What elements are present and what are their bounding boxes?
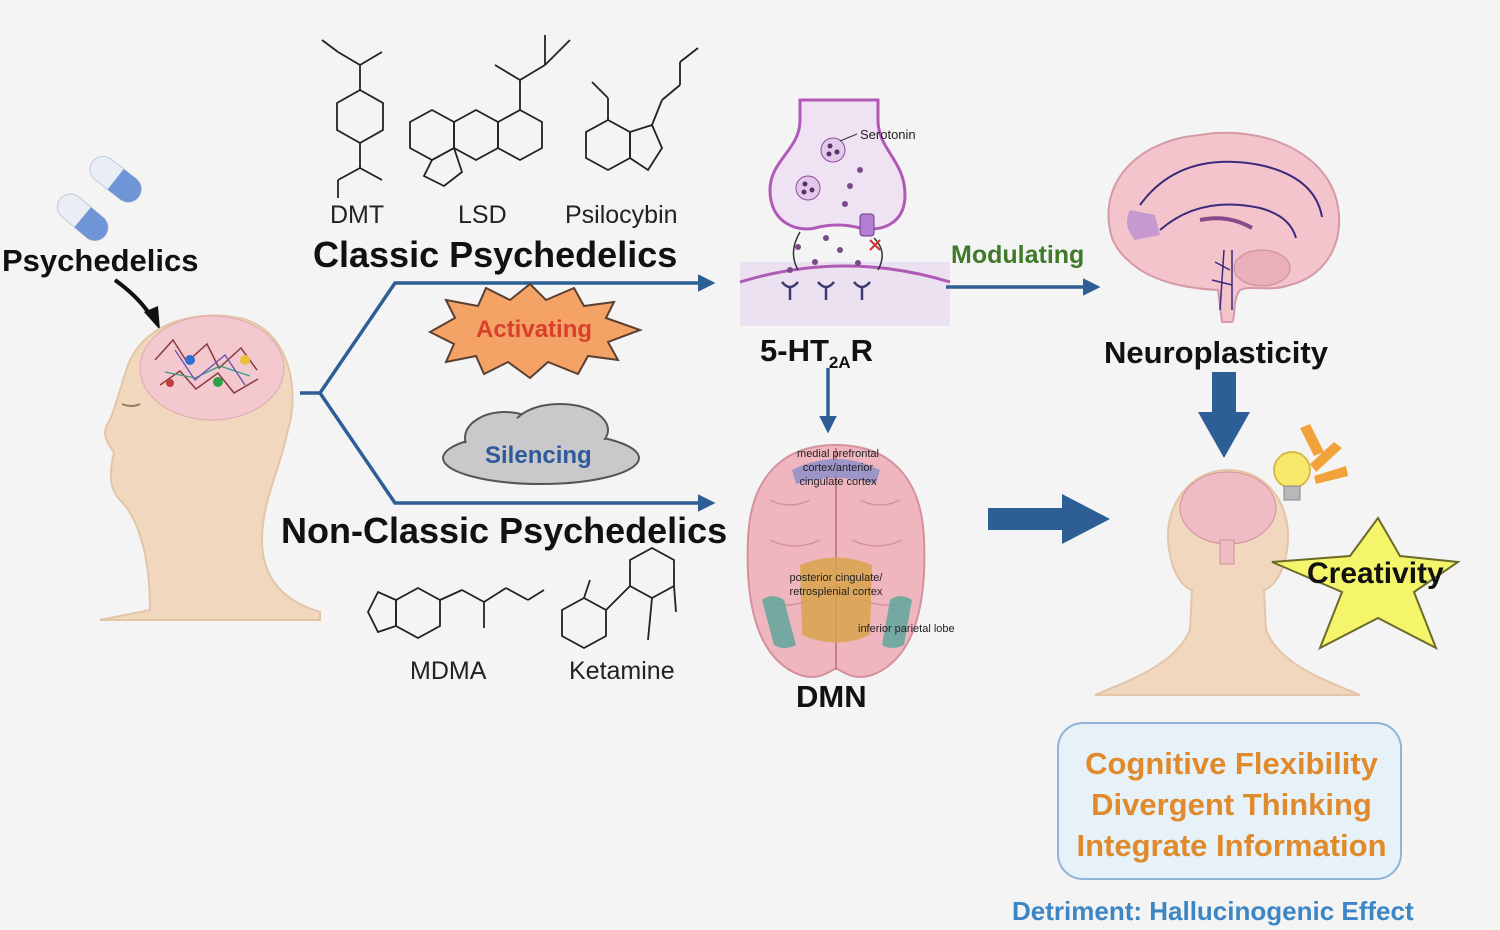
detriment-label: Detriment: Hallucinogenic Effect [1012, 896, 1414, 926]
classic-psychedelics-title: Classic Psychedelics [313, 234, 678, 275]
drug-label-dmt: DMT [330, 201, 385, 229]
lightbulb-icon [1273, 424, 1348, 501]
outcome-divergent-thinking: Divergent Thinking [1091, 787, 1372, 822]
silencing-cloud [442, 403, 640, 485]
drug-label-lsd: LSD [458, 201, 507, 229]
region-label-pcc: posterior cingulate/ retrosplenial corte… [789, 572, 883, 598]
outcome-integrate-information: Integrate Information [1076, 828, 1387, 863]
activating-label: Activating [476, 316, 593, 343]
serotonin-label: Serotonin [860, 127, 916, 142]
sagittal-brain-icon [1107, 131, 1341, 323]
receptor-label-prefix: 5-HT [760, 333, 829, 368]
psychedelics-label: Psychedelics [2, 243, 199, 278]
outcomes-box: Cognitive Flexibility Divergent Thinking… [1057, 722, 1402, 880]
region-label-mpfc: medial prefrontal cortex/anterior cingul… [797, 448, 879, 488]
creativity-star [1271, 516, 1461, 651]
dmn-creativity-arrow [988, 494, 1110, 544]
pills-icon [56, 155, 142, 242]
classic-branch-arrow [300, 274, 716, 395]
outcome-cognitive-flexibility: Cognitive Flexibility [1085, 746, 1378, 781]
psychedelics-arrow-head [144, 306, 160, 330]
ketamine-structure-icon [561, 546, 677, 650]
dmn-label: DMN [796, 679, 867, 714]
non-classic-psychedelics-title: Non-Classic Psychedelics [281, 510, 728, 551]
drug-label-mdma: MDMA [410, 657, 487, 685]
creativity-label: Creativity [1307, 557, 1444, 590]
region-label-ipl: inferior parietal lobe [858, 623, 955, 635]
psilocybin-structure-icon [585, 47, 699, 172]
drug-label-ketamine: Ketamine [569, 657, 675, 685]
receptor-label-subscript: 2A [828, 353, 851, 373]
modulating-label: Modulating [951, 241, 1085, 269]
neuroplasticity-down-arrow [1198, 372, 1250, 458]
receptor-label: 5-HT2AR [760, 335, 873, 371]
dmn-brain-icon [746, 443, 926, 678]
drug-label-psilocybin: Psilocybin [565, 201, 678, 229]
person-head-icon [1094, 468, 1361, 696]
synapse-illustration [739, 98, 951, 326]
nonclassic-branch-arrow [318, 392, 716, 512]
receptor-label-suffix: R [850, 333, 874, 368]
neuroplasticity-label: Neuroplasticity [1104, 335, 1328, 370]
lsd-structure-icon [409, 35, 571, 188]
dmt-structure-icon [321, 39, 384, 198]
head-profile-icon [99, 314, 321, 621]
mdma-structure-icon [366, 586, 545, 640]
silencing-label: Silencing [485, 442, 592, 469]
activating-burst [427, 282, 643, 380]
